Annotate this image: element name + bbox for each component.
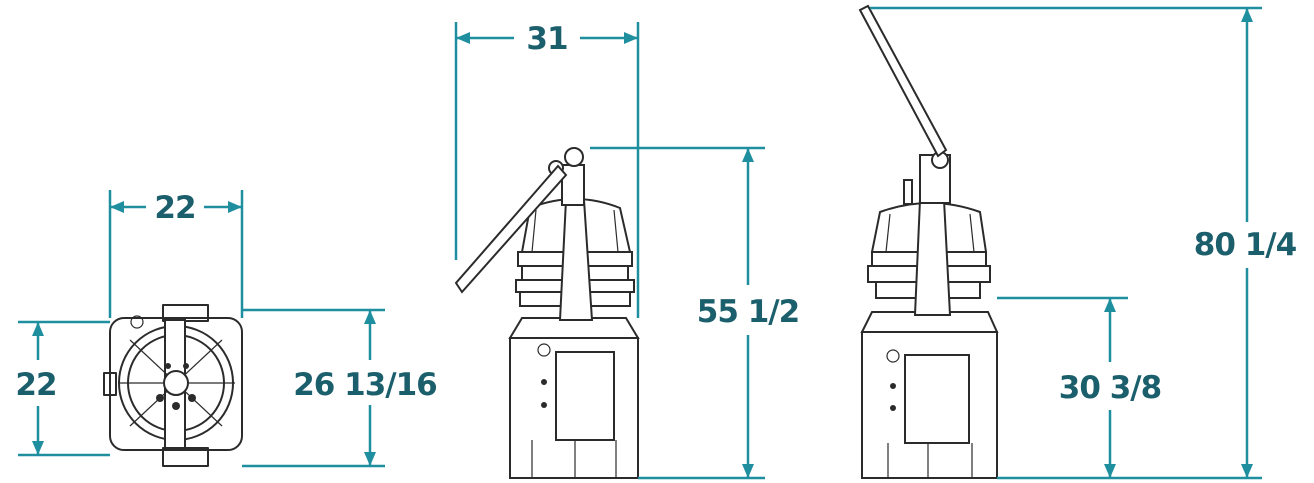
- side-height-handle-label: 80 1/4: [1194, 227, 1297, 263]
- front-height-label: 55 1/2: [697, 294, 799, 330]
- top-depth-handle-label: 26 13/16: [293, 367, 437, 403]
- front-view-machine: [454, 147, 640, 479]
- top-width-label: 22: [154, 190, 195, 226]
- top-view: 22 22 26 13/16: [15, 190, 438, 468]
- side-height-work-label: 30 3/8: [1059, 370, 1161, 406]
- side-view-machine: [858, 4, 999, 479]
- top-depth-dimension: 22: [15, 320, 110, 457]
- top-width-dimension: 22: [108, 190, 244, 318]
- front-width-dimension: 31: [454, 21, 640, 318]
- front-view: 31 55 1/2: [454, 21, 800, 480]
- side-height-handle-dimension: 80 1/4: [870, 6, 1298, 480]
- top-view-machine: [103, 304, 243, 467]
- top-depth-handle-dimension: 26 13/16: [242, 308, 438, 468]
- side-height-work-dimension: 30 3/8: [997, 296, 1162, 478]
- front-width-label: 31: [526, 21, 567, 57]
- front-height-dimension: 55 1/2: [590, 146, 800, 480]
- top-depth-label: 22: [15, 367, 56, 403]
- side-view: 80 1/4 30 3/8: [858, 4, 1298, 480]
